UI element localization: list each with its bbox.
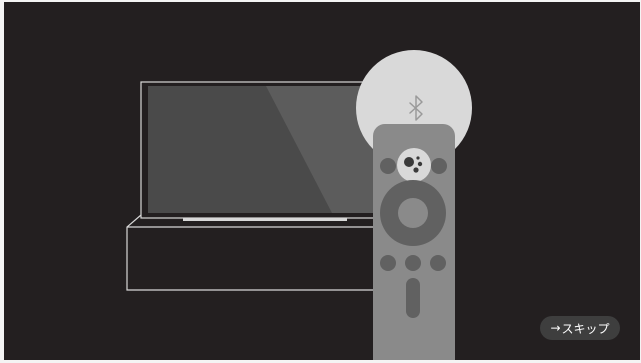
assistant-button-highlight [397, 148, 431, 182]
remote-middle-button [405, 255, 421, 271]
skip-button[interactable]: → スキップ [540, 316, 620, 340]
soundbar-outline [127, 215, 404, 290]
remote-left-button [380, 255, 396, 271]
remote-dpad-center [398, 198, 428, 228]
remote-right-button [430, 255, 446, 271]
skip-label: スキップ [562, 320, 610, 337]
right-arrow-icon: → [550, 321, 560, 335]
pairing-illustration [4, 2, 640, 360]
remote-home-button [431, 158, 447, 174]
remote-back-button [380, 158, 396, 174]
pairing-screen: → スキップ [4, 2, 640, 360]
remote-volume-rocker [406, 278, 420, 318]
television-base [183, 218, 347, 221]
